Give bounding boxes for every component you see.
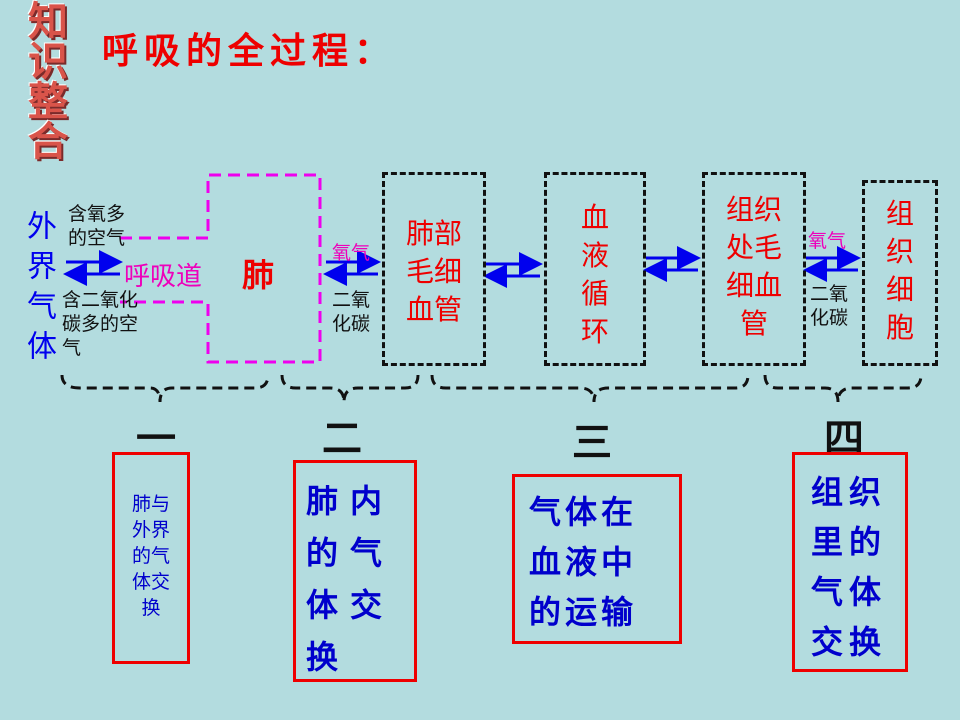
- text-line: 化碳: [810, 307, 849, 329]
- lung-capillary-box: 肺部 毛细 血管: [382, 172, 486, 366]
- co2-label-1: 二氧 化碳: [332, 288, 370, 336]
- text-line: 细: [885, 273, 914, 306]
- badge-char: 合: [28, 118, 68, 165]
- stage-desc-1: 肺与 外界 的气 体交 换: [115, 455, 187, 621]
- blood-circulation-box: 血 液 循 环: [544, 172, 646, 366]
- text-line: 气体: [811, 573, 888, 611]
- badge-char: 识: [28, 38, 68, 85]
- text-line: 二氧: [332, 289, 371, 311]
- badge-char: 整: [28, 78, 68, 125]
- stage-box-1: 肺与 外界 的气 体交 换: [112, 452, 190, 664]
- arrow-capillary-to-blood: [483, 252, 543, 288]
- section-badge: 知 识 整 合: [14, 2, 80, 162]
- blood-circulation-text: 血 液 循 环: [547, 175, 643, 351]
- arrow-lung-to-capillary: [323, 250, 381, 286]
- text-line: 环: [580, 315, 609, 348]
- lung-label: 肺: [242, 256, 275, 294]
- text-line: 胞: [885, 311, 914, 344]
- text-line: 毛细: [405, 255, 462, 288]
- text-line: 组: [885, 197, 914, 230]
- stage-desc-4: 组织 里的 气体 交换: [795, 455, 905, 667]
- page-title: 呼吸的全过程：: [102, 30, 397, 72]
- co2-label-2: 二氧 化碳: [810, 282, 848, 330]
- text-line: 碳多的空: [62, 313, 139, 335]
- tissue-capillary-text: 组织 处毛 细血 管: [705, 175, 803, 343]
- arrow-tissue-capillary-to-cell: [803, 246, 861, 282]
- brace-stage-1: [60, 374, 270, 403]
- text-line: 的空气: [68, 227, 126, 249]
- text-line: 肺部: [405, 217, 462, 250]
- stage-number-2: 二: [322, 415, 362, 462]
- stage-desc-2: 肺内 的气 体交 换: [296, 463, 414, 683]
- text-line: 织: [885, 235, 914, 268]
- text-line: 换: [306, 638, 351, 676]
- arrow-blood-to-tissue-capillary: [643, 246, 701, 282]
- oxygen-label-2: 氧气: [808, 230, 847, 252]
- text-line: 体交: [306, 586, 395, 624]
- oxygen-label-1: 氧气: [332, 242, 371, 264]
- text-line: 处毛: [725, 231, 782, 264]
- tissue-cell-box: 组 织 细 胞: [862, 180, 938, 366]
- stage-number-3: 三: [572, 419, 612, 466]
- text-line: 化碳: [332, 313, 371, 335]
- text-line: 含二氧化: [62, 289, 139, 311]
- stage-desc-3: 气体在 血液中 的运输: [515, 477, 679, 637]
- tissue-cell-text: 组 织 细 胞: [865, 183, 935, 347]
- outer-air-label: 外界气体: [21, 210, 56, 370]
- text-line: 血管: [405, 293, 462, 326]
- text-line: 的运输: [529, 593, 638, 631]
- text-line: 气体在: [529, 493, 638, 531]
- text-line: 体交: [131, 571, 170, 593]
- text-line: 的气: [306, 534, 395, 572]
- airway-label: 呼吸道: [124, 262, 203, 292]
- text-line: 组织: [725, 193, 782, 226]
- text-line: 血: [580, 201, 609, 234]
- text-line: 含氧多: [68, 203, 126, 225]
- text-line: 气: [62, 337, 82, 359]
- text-line: 循: [580, 277, 609, 310]
- text-line: 肺与: [131, 493, 170, 515]
- text-line: 液: [580, 239, 609, 272]
- text-line: 组织: [811, 473, 888, 511]
- text-line: 外界: [131, 519, 170, 541]
- lung-capillary-text: 肺部 毛细 血管: [385, 175, 483, 329]
- text-line: 管: [739, 307, 768, 340]
- text-line: 血液中: [529, 543, 638, 581]
- lung-airway-outline: [120, 173, 322, 364]
- text-line: 里的: [811, 523, 888, 561]
- text-line: 肺内: [306, 482, 395, 520]
- co2-rich-air-label: 含二氧化 碳多的空 气: [62, 288, 138, 360]
- text-line: 的气: [131, 545, 170, 567]
- arrow-outer-to-lung: [63, 250, 123, 286]
- text-line: 二氧: [810, 283, 849, 305]
- text-line: 交换: [811, 623, 888, 661]
- badge-char: 知: [28, 0, 68, 45]
- brace-stage-2: [280, 374, 420, 403]
- text-line: 细血: [725, 269, 782, 302]
- stage-box-2: 肺内 的气 体交 换: [293, 460, 417, 682]
- oxygen-rich-air-label: 含氧多 的空气: [68, 202, 125, 250]
- brace-stage-4: [763, 374, 923, 403]
- brace-stage-3: [430, 374, 750, 403]
- stage-box-3: 气体在 血液中 的运输: [512, 474, 682, 644]
- stage-box-4: 组织 里的 气体 交换: [792, 452, 908, 672]
- text-line: 换: [141, 597, 161, 619]
- tissue-capillary-box: 组织 处毛 细血 管: [702, 172, 806, 366]
